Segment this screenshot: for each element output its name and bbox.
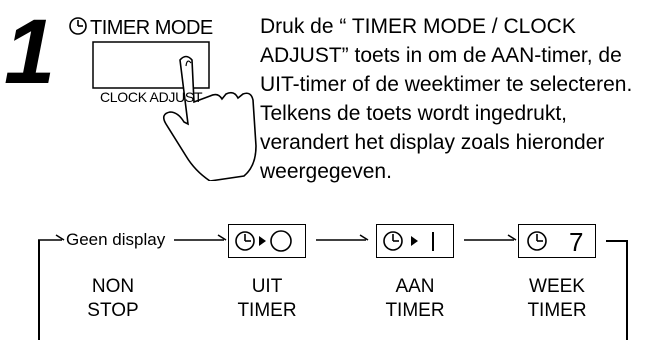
- mode-label-uit-timer: UIT TIMER: [228, 275, 306, 323]
- timer-button-illustration: [69, 17, 257, 181]
- arrow-to-week-icon: [464, 234, 517, 241]
- clock-adjust-label: CLOCK ADJUST: [100, 89, 203, 105]
- mode-label-bottom: TIMER: [527, 300, 587, 321]
- display-week-timer: 7: [518, 224, 596, 258]
- step-number: 1: [4, 1, 55, 103]
- flow-right-connector: [606, 240, 627, 242]
- arrow-to-aan-icon: [316, 234, 369, 241]
- mode-label-aan-timer: AAN TIMER: [376, 275, 454, 323]
- mode-label-top: NON: [91, 276, 135, 297]
- mode-label-top: AAN: [395, 276, 435, 297]
- arrow-to-uit-icon: [174, 234, 227, 241]
- mode-label-non-stop: NON STOP: [78, 275, 148, 323]
- mode-label-top: WEEK: [529, 276, 585, 297]
- instruction-line-1: Druk de “ TIMER MODE / CLOCK ADJUST” toe…: [260, 15, 633, 96]
- mode-label-bottom: STOP: [87, 300, 139, 321]
- mode-label-bottom: TIMER: [237, 300, 297, 321]
- week-display-number: 7: [569, 227, 583, 257]
- mode-label-bottom: TIMER: [385, 300, 445, 321]
- flow-right-vertical: [626, 240, 628, 340]
- display-uit-timer: [228, 224, 306, 258]
- mode-label-week-timer: WEEK TIMER: [518, 275, 596, 323]
- timer-mode-label: TIMER MODE: [90, 17, 213, 39]
- instruction-line-2: Telkens de toets wordt ingedrukt, verand…: [260, 102, 605, 183]
- arrow-into-start-icon: [38, 234, 65, 241]
- mode-label-top: UIT: [251, 276, 283, 297]
- flow-left-vertical: [38, 240, 40, 340]
- display-aan-timer: [376, 224, 454, 258]
- start-text: Geen display: [66, 230, 166, 249]
- instruction-text: Druk de “ TIMER MODE / CLOCK ADJUST” toe…: [260, 12, 635, 186]
